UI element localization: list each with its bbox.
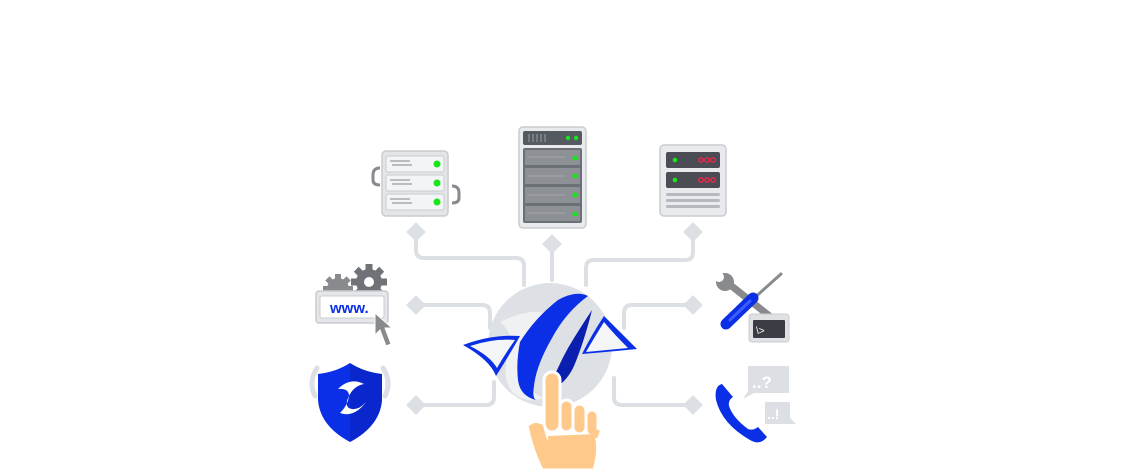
phone-handset-icon [715, 384, 767, 443]
connector-web-hosting [414, 303, 492, 330]
connector-tools [622, 303, 695, 330]
console-icon: \> [748, 313, 790, 343]
rack-server-icon [518, 126, 587, 229]
answer-bubble-text: ..! [767, 406, 779, 422]
cursor-arrow-icon [374, 311, 394, 347]
shield-logo-mark [338, 381, 366, 415]
question-bubble-text: ..? [752, 373, 772, 392]
brand-hub-icon [463, 283, 637, 407]
brand-swoosh [517, 293, 588, 400]
connector-lines [414, 230, 695, 407]
connector-server-cluster [414, 230, 526, 287]
connector-security [414, 380, 496, 407]
screwdriver-icon [720, 272, 783, 330]
console-prompt-text: \> [756, 326, 765, 337]
question-bubble-icon: ..? [743, 366, 789, 399]
support-phone-icon: ..? ..! [715, 366, 796, 443]
tools-icon: \> [714, 272, 790, 343]
gear-icon [351, 264, 387, 300]
dedicated-server-icon [659, 144, 727, 217]
connector-dedicated-server [584, 230, 695, 287]
pointing-hand-icon [525, 370, 600, 470]
answer-bubble-icon: ..! [765, 402, 796, 424]
connector-support [612, 376, 695, 407]
web-hosting-icon: www. [315, 264, 394, 347]
web-address-text: www. [329, 300, 369, 317]
server-cluster-icon [371, 150, 461, 217]
security-shield-icon [309, 363, 391, 442]
